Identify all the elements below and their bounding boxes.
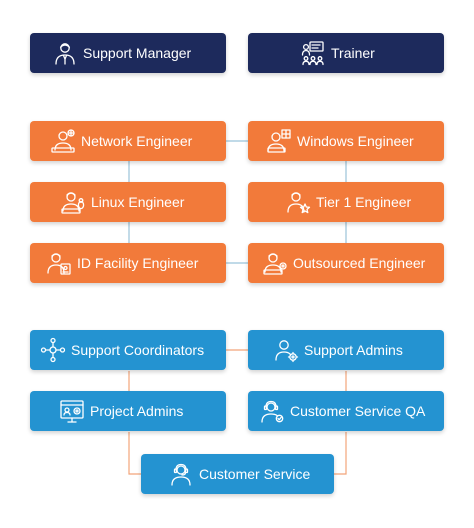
coordinators-icon	[40, 337, 66, 363]
project-admins-box[interactable]: Project Admins	[30, 391, 226, 431]
network-engineer-box[interactable]: Network Engineer	[30, 121, 226, 161]
support-coordinators-box[interactable]: Support Coordinators	[30, 330, 226, 370]
support-admins-box[interactable]: Support Admins	[248, 330, 444, 370]
customer-service-qa-icon	[259, 398, 285, 424]
tier1-engineer-box[interactable]: Tier 1 Engineer	[248, 182, 444, 222]
outsourced-engineer-label: Outsourced Engineer	[293, 255, 426, 271]
support-admins-label: Support Admins	[304, 342, 403, 358]
linux-engineer-label: Linux Engineer	[91, 194, 185, 210]
windows-engineer-label: Windows Engineer	[297, 133, 414, 149]
id-facility-engineer-box[interactable]: ID Facility Engineer	[30, 243, 226, 283]
trainer-icon	[300, 40, 326, 66]
connector-project-customer-service	[128, 432, 141, 475]
customer-service-box[interactable]: Customer Service	[141, 454, 334, 494]
customer-service-qa-box[interactable]: Customer Service QA	[248, 391, 444, 431]
manager-icon	[52, 40, 78, 66]
admins-icon	[273, 337, 299, 363]
support-manager-box[interactable]: Support Manager	[30, 33, 226, 73]
outsourced-engineer-icon	[262, 250, 288, 276]
linux-engineer-icon	[60, 189, 86, 215]
customer-service-qa-label: Customer Service QA	[290, 403, 426, 419]
customer-service-icon	[168, 461, 194, 487]
project-admins-label: Project Admins	[90, 403, 184, 419]
customer-service-label: Customer Service	[199, 466, 311, 482]
outsourced-engineer-box[interactable]: Outsourced Engineer	[248, 243, 444, 283]
trainer-box[interactable]: Trainer	[248, 33, 444, 73]
support-coordinators-label: Support Coordinators	[71, 342, 205, 358]
support-manager-label: Support Manager	[83, 45, 192, 61]
linux-engineer-box[interactable]: Linux Engineer	[30, 182, 226, 222]
id-facility-engineer-label: ID Facility Engineer	[77, 255, 199, 271]
tier1-engineer-icon	[285, 189, 311, 215]
network-engineer-label: Network Engineer	[81, 133, 193, 149]
trainer-label: Trainer	[331, 45, 375, 61]
windows-engineer-icon	[266, 128, 292, 154]
tier1-engineer-label: Tier 1 Engineer	[316, 194, 412, 210]
windows-engineer-box[interactable]: Windows Engineer	[248, 121, 444, 161]
connector-qa-customer-service	[334, 432, 347, 475]
id-facility-engineer-icon	[46, 250, 72, 276]
project-admins-icon	[59, 398, 85, 424]
network-engineer-icon	[50, 128, 76, 154]
